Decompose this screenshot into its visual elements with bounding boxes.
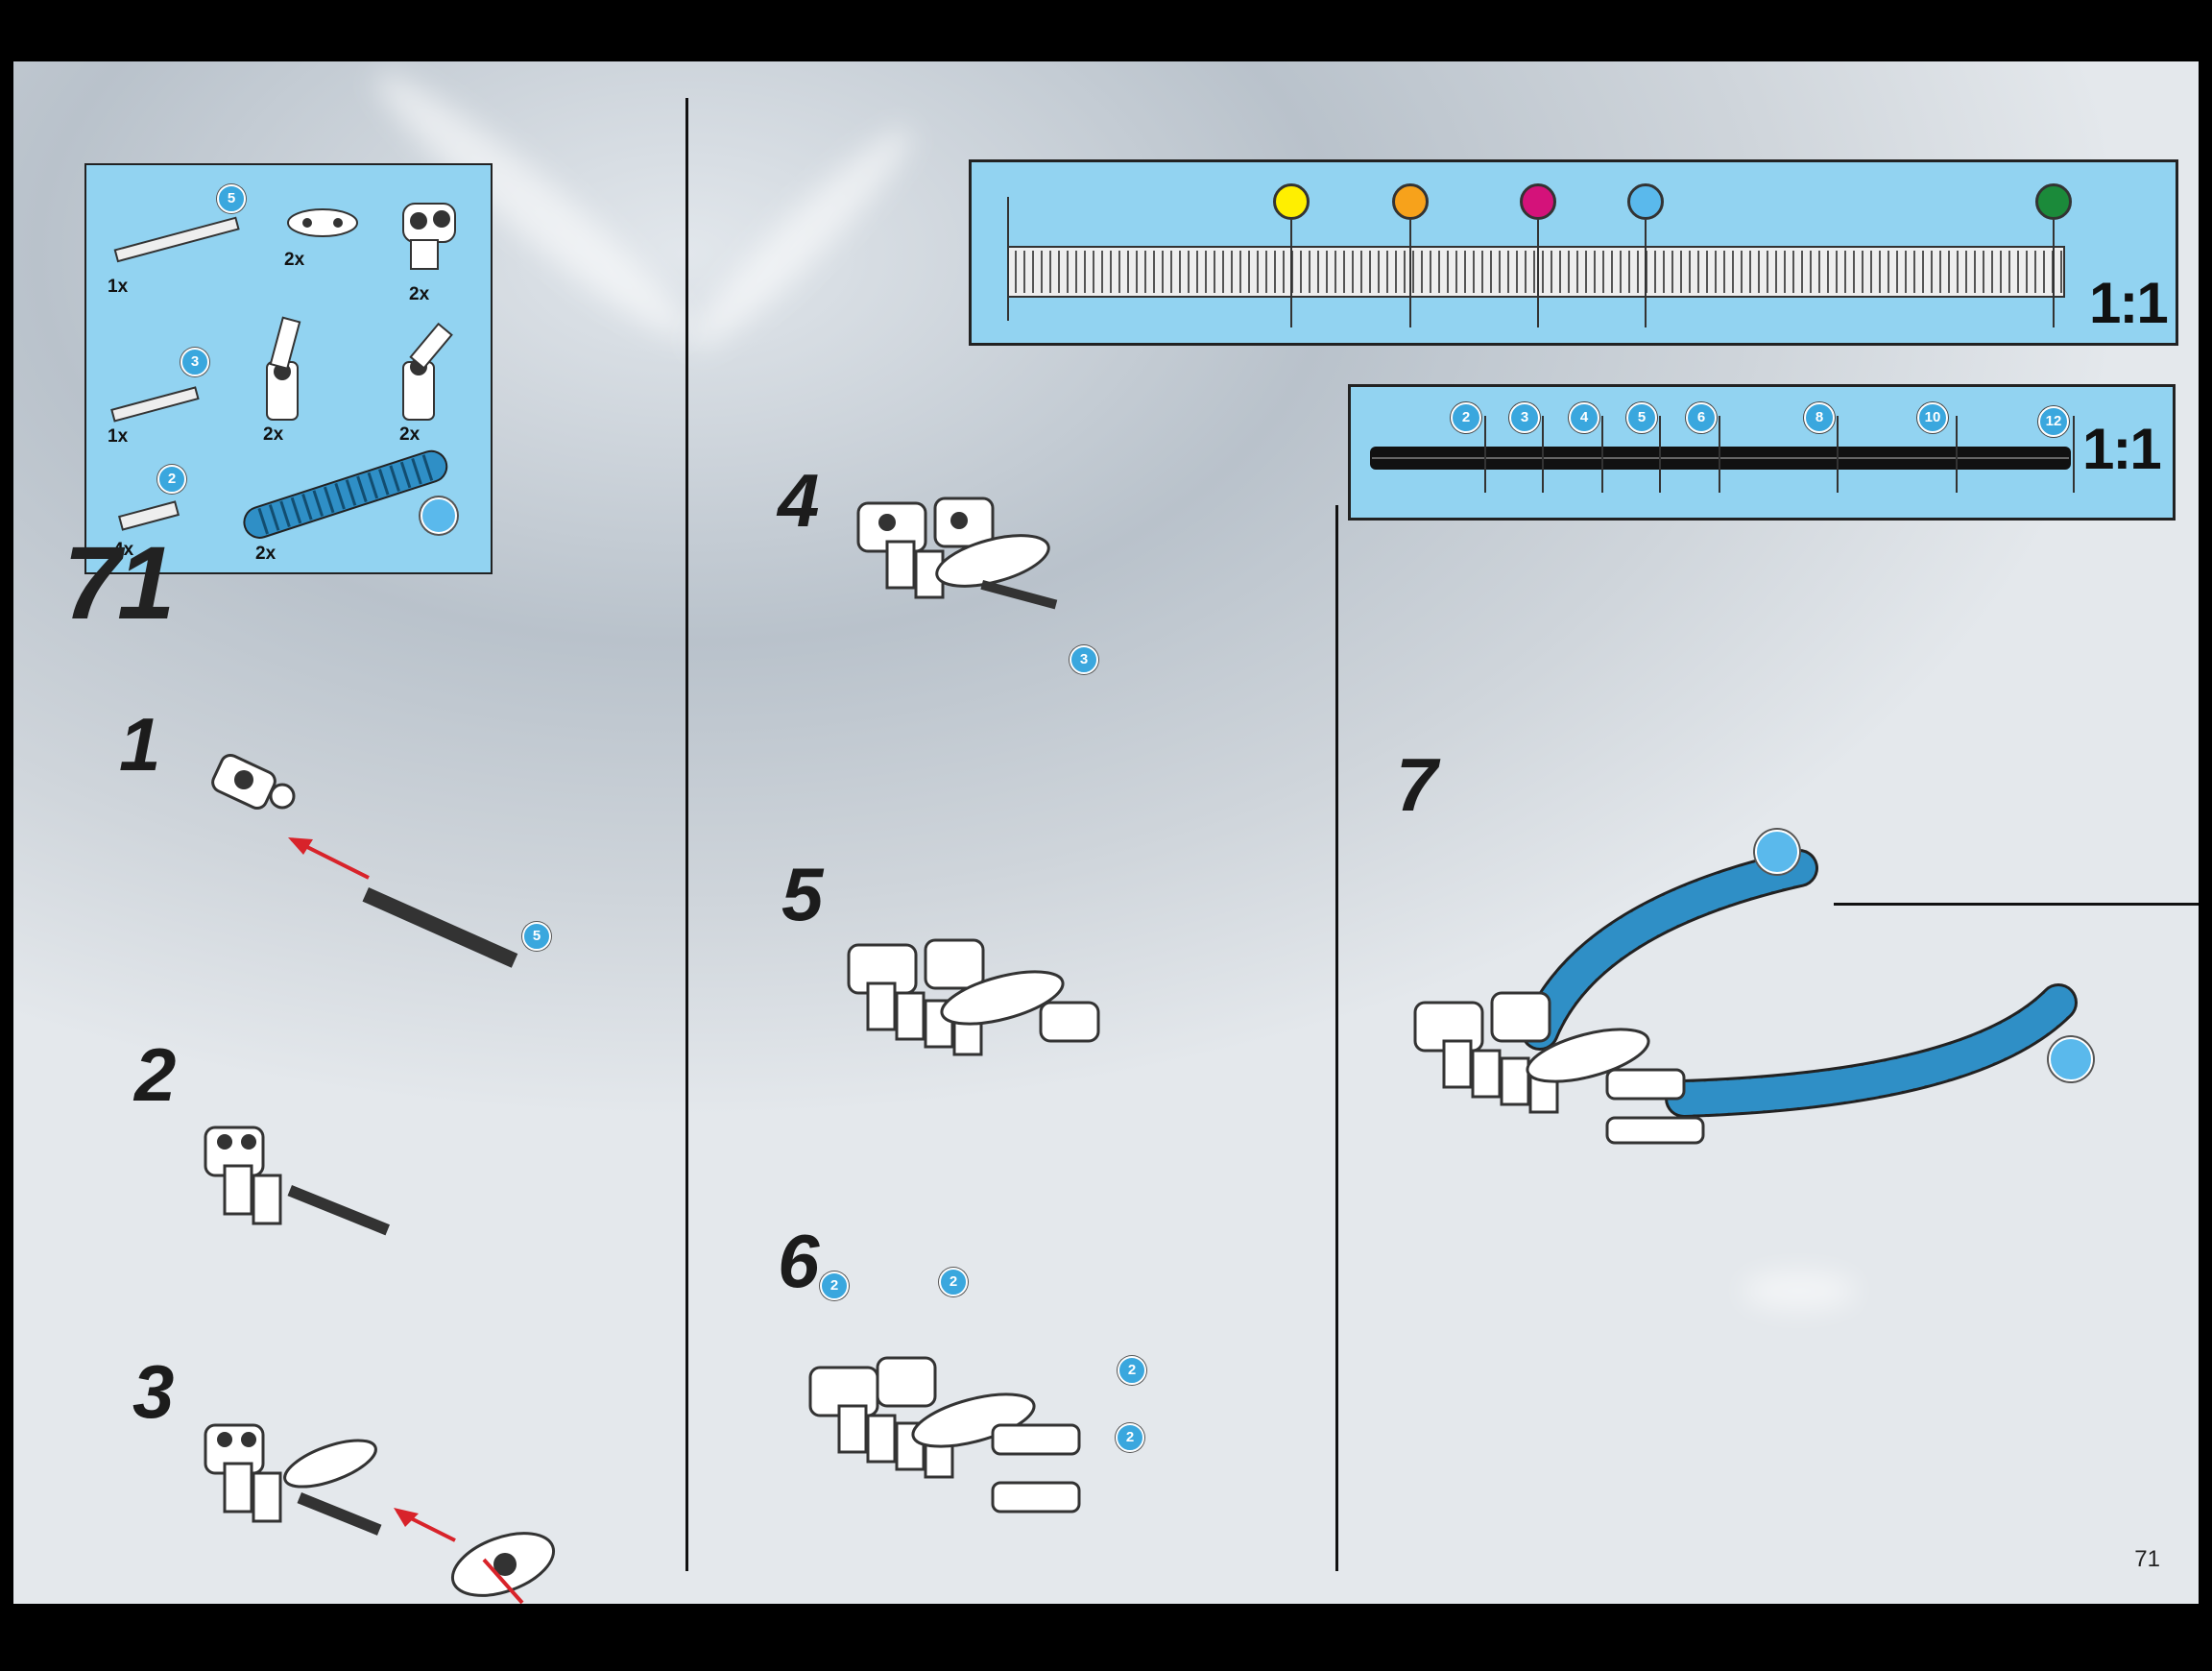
ruler-hose-drawing: [972, 162, 2181, 349]
ruler-mark: [1719, 416, 1720, 493]
ruler-mark: [1290, 220, 1292, 327]
ruler-mark: [1484, 416, 1486, 493]
page-number: 71: [2134, 1546, 2160, 1573]
parts-list: 1x 5 2x 2x 1x 3 2x 2x 4x 2 2x: [84, 163, 493, 574]
step-5-drawing: [839, 926, 1127, 1079]
instruction-page: 1x 5 2x 2x 1x 3 2x 2x 4x 2 2x 71 1:1: [13, 61, 2199, 1604]
light-blue-mark-dot: [1627, 183, 1664, 220]
ruler-mark: [2073, 416, 2075, 493]
step-2-drawing: [196, 1108, 426, 1262]
ruler-mark: [1537, 220, 1539, 327]
part-qty: 2x: [409, 284, 429, 305]
green-mark-dot: [2035, 183, 2072, 220]
step-6-drawing: [801, 1329, 1108, 1521]
step-4-drawing: [849, 484, 1098, 638]
light-beam: [1742, 1271, 1857, 1310]
step-number: 2: [134, 1031, 176, 1119]
ruler-mark: [1659, 416, 1661, 493]
length-badge: 5: [522, 922, 551, 951]
ruler-mark: [1837, 416, 1839, 493]
length-badge: 2: [820, 1271, 849, 1300]
yellow-mark-dot: [1273, 183, 1310, 220]
part-qty: 1x: [108, 277, 128, 298]
column-divider: [1335, 505, 1338, 1571]
ruler-mark: [1542, 416, 1544, 493]
connector-part: [403, 204, 455, 269]
part-qty: 2x: [263, 424, 283, 446]
length-badge: 6: [1686, 402, 1717, 433]
length-badge: 3: [180, 348, 209, 376]
light-beam: [675, 113, 926, 365]
angle-connector-part: [403, 324, 451, 420]
length-badge: 2: [1116, 1423, 1144, 1452]
length-badge: 10: [1917, 402, 1948, 433]
scale-label: 1:1: [2082, 416, 2160, 482]
ruler-mark: [2053, 220, 2055, 327]
blue-color-dot: [2049, 1037, 2093, 1081]
part-qty: 2x: [255, 544, 276, 565]
ruler-mark: [1409, 220, 1411, 327]
liftarm-part: [288, 209, 357, 236]
length-badge: 4: [1569, 402, 1599, 433]
length-badge: 2: [939, 1268, 968, 1296]
part-qty: 2x: [284, 250, 304, 271]
angle-connector-part: [267, 318, 300, 420]
magenta-mark-dot: [1520, 183, 1556, 220]
length-badge: 5: [1626, 402, 1657, 433]
blue-color-dot: [421, 497, 457, 534]
hose-length-ruler: 1:1: [969, 159, 2178, 346]
ruler-mark: [1956, 416, 1958, 493]
length-badge: 2: [157, 465, 186, 494]
length-badge: 2: [1118, 1356, 1146, 1385]
length-badge: 5: [217, 184, 246, 213]
step-number: 4: [778, 457, 819, 545]
scale-label: 1:1: [2089, 270, 2167, 336]
orange-mark-dot: [1392, 183, 1429, 220]
page-step-number: 71: [63, 522, 171, 642]
ruler-mark: [1601, 416, 1603, 493]
part-qty: 2x: [399, 424, 420, 446]
length-badge: 8: [1804, 402, 1835, 433]
length-badge: 3: [1070, 645, 1098, 674]
blue-hose-part: [240, 448, 450, 542]
length-badge: 3: [1509, 402, 1540, 433]
part-qty: 1x: [108, 426, 128, 448]
step-number: 6: [778, 1218, 819, 1305]
blue-color-dot: [1755, 830, 1799, 874]
step-1-drawing: [196, 724, 580, 955]
step-number: 5: [781, 851, 823, 938]
step-number: 1: [119, 701, 160, 788]
axle-5-part: [115, 218, 239, 261]
length-badge: 12: [2038, 406, 2069, 437]
step-number: 3: [132, 1348, 174, 1436]
step-3-drawing: [196, 1406, 561, 1598]
axle-length-ruler: 2 3 4 5 6 8 10 12 1:1: [1348, 384, 2176, 521]
ruler-mark: [1645, 220, 1647, 327]
axle-3-part: [111, 388, 198, 422]
length-badge: 2: [1451, 402, 1481, 433]
column-divider: [685, 98, 688, 1571]
